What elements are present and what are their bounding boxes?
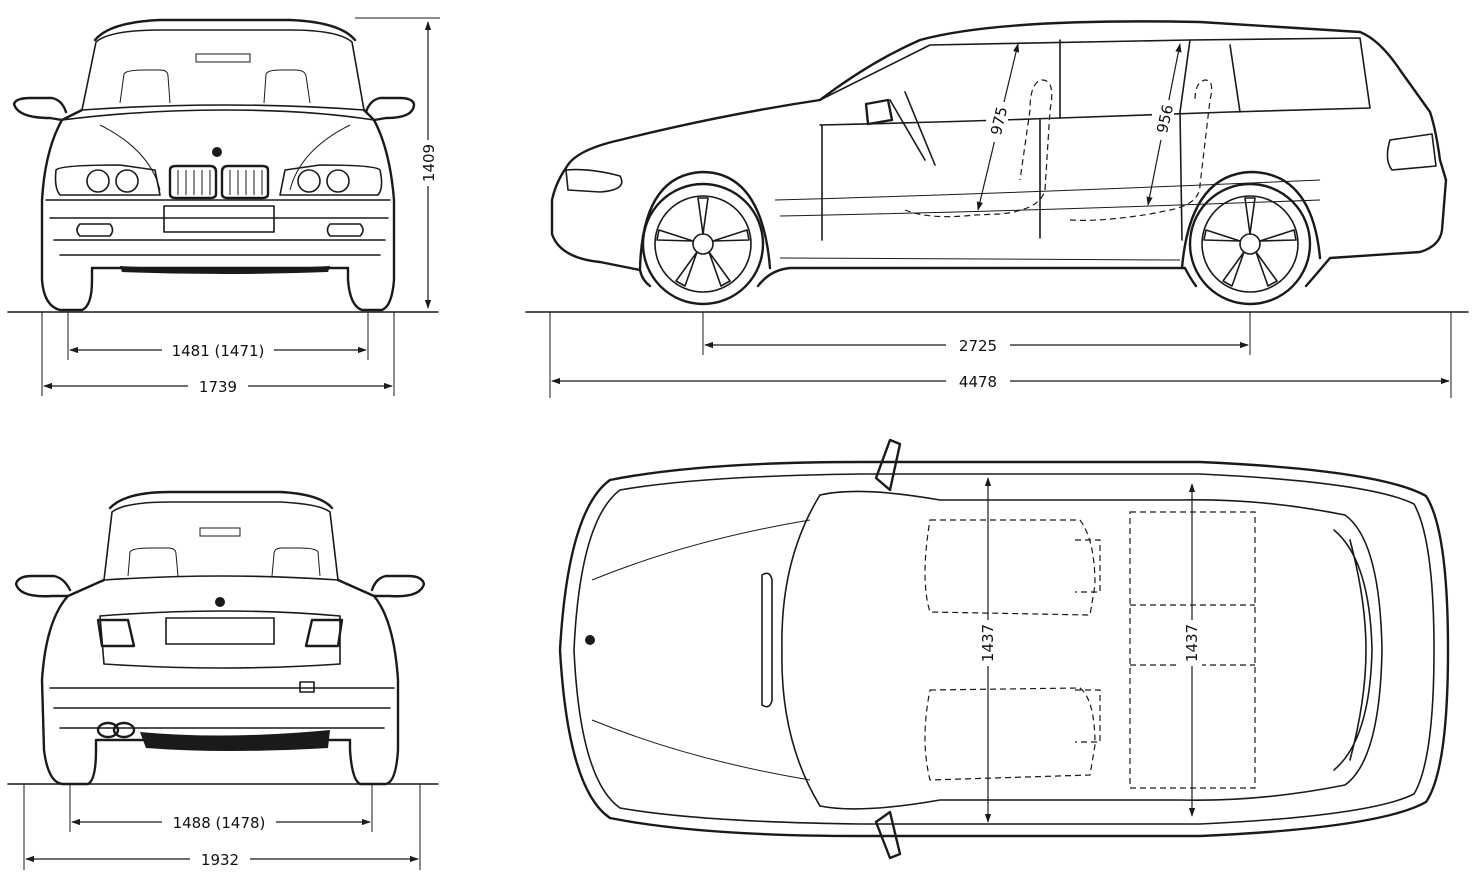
- front-headlight-right: [279, 164, 383, 196]
- front-track-label: 1481 (1471): [172, 342, 265, 360]
- side-front-headroom-label: 975: [987, 105, 1011, 137]
- rear-exhaust: [96, 721, 136, 739]
- side-length-label-bg: [946, 371, 1010, 391]
- front-mirror-right: [364, 96, 416, 122]
- side-pillars: [1059, 39, 1241, 119]
- front-underbody: [120, 266, 330, 274]
- top-bmw-logo: [585, 635, 595, 645]
- top-body-outline: [558, 460, 1450, 838]
- front-fog-lamps: [76, 223, 364, 237]
- side-headlight: [565, 168, 623, 193]
- front-body-outline: [40, 108, 396, 312]
- front-view: 1409 1481 (1471) 1739: [7, 17, 440, 396]
- top-front-seat-right: [924, 687, 1101, 781]
- side-rear-seat: [1069, 79, 1213, 221]
- top-roof-outline: [819, 490, 1383, 810]
- side-wheelbase-label: 2725: [959, 337, 997, 355]
- side-wheelbase-label-bg: [946, 335, 1010, 355]
- side-length-label: 4478: [959, 373, 997, 391]
- front-track-label-bg: [162, 340, 274, 360]
- front-mirror-left: [12, 96, 68, 122]
- rear-width-label: 1932: [201, 851, 239, 869]
- rear-mirror-right: [370, 574, 426, 598]
- side-rear-headroom-bg: [1152, 100, 1174, 140]
- front-headlamp-right-outer: [326, 169, 350, 193]
- side-rear-wheel: [1188, 182, 1312, 306]
- top-view: 1437 1437: [558, 438, 1450, 860]
- rear-taillights: [96, 618, 344, 648]
- front-bumper-lines: [45, 199, 391, 256]
- side-view: 975 956 2725 4478: [525, 20, 1469, 398]
- top-mirror-left: [874, 438, 902, 492]
- front-headlight-left: [54, 164, 161, 196]
- front-rear-mirror: [195, 53, 251, 63]
- top-front-width-label: 1437: [979, 624, 997, 662]
- front-grille-slats: [177, 170, 263, 195]
- side-character-lines: [774, 179, 1321, 217]
- front-headlamp-left-outer: [86, 169, 110, 193]
- top-rear-width-label-bg: [1180, 620, 1202, 666]
- side-front-headroom-bg: [986, 102, 1008, 142]
- front-bmw-logo: [212, 147, 222, 157]
- front-grille-right: [220, 164, 270, 200]
- front-seat-right: [263, 69, 311, 104]
- side-body-outline: [550, 20, 1448, 288]
- side-rear-arch: [1180, 170, 1322, 270]
- rear-headrests: [127, 547, 321, 577]
- side-front-seat: [904, 79, 1053, 218]
- top-windshield-base: [781, 494, 821, 807]
- top-front-width-label-bg: [976, 620, 998, 666]
- rear-brake-light: [199, 527, 241, 537]
- top-hood-creases: [591, 519, 811, 781]
- rear-mirror-left: [14, 574, 72, 598]
- rear-license-plate: [165, 617, 275, 645]
- rear-view: 1488 (1478) 1932: [7, 490, 439, 870]
- front-height-label: 1409: [420, 144, 438, 182]
- top-mirror-right: [874, 810, 902, 860]
- rear-reflector: [299, 681, 315, 693]
- side-rear-headroom-label: 956: [1153, 103, 1177, 135]
- side-mirror: [864, 98, 894, 126]
- rear-bumper-lines: [49, 687, 395, 729]
- side-window-outline: [819, 37, 1371, 126]
- side-front-wheel: [641, 182, 765, 306]
- rear-window: [103, 501, 339, 581]
- rear-track-label-bg: [162, 812, 276, 832]
- top-rear-width-label: 1437: [1183, 624, 1201, 662]
- front-headlamp-right-inner: [297, 169, 321, 193]
- top-body-inner: [573, 473, 1435, 825]
- top-washer-slot: [761, 572, 773, 708]
- rear-bmw-logo: [215, 597, 225, 607]
- top-rear-window: [1333, 529, 1373, 771]
- front-license-plate: [163, 205, 275, 233]
- front-grille-left: [168, 164, 218, 200]
- front-windshield: [81, 29, 365, 111]
- front-roof: [93, 18, 357, 42]
- side-steering-wheel: [889, 91, 936, 166]
- front-seat-left: [119, 69, 171, 104]
- rear-track-label: 1488 (1478): [173, 814, 266, 832]
- rear-tailgate: [99, 610, 341, 669]
- front-height-label-bg: [418, 140, 438, 186]
- front-width-label-bg: [188, 376, 248, 396]
- rear-underbody: [140, 730, 330, 751]
- side-sill: [779, 257, 1181, 261]
- side-taillight: [1386, 133, 1437, 171]
- rear-roof: [108, 490, 334, 510]
- front-headlamp-left-inner: [115, 169, 139, 193]
- top-front-seat-left: [924, 519, 1101, 616]
- front-hood-edge: [61, 109, 375, 121]
- front-width-label: 1739: [199, 378, 237, 396]
- rear-width-label-bg: [190, 849, 250, 869]
